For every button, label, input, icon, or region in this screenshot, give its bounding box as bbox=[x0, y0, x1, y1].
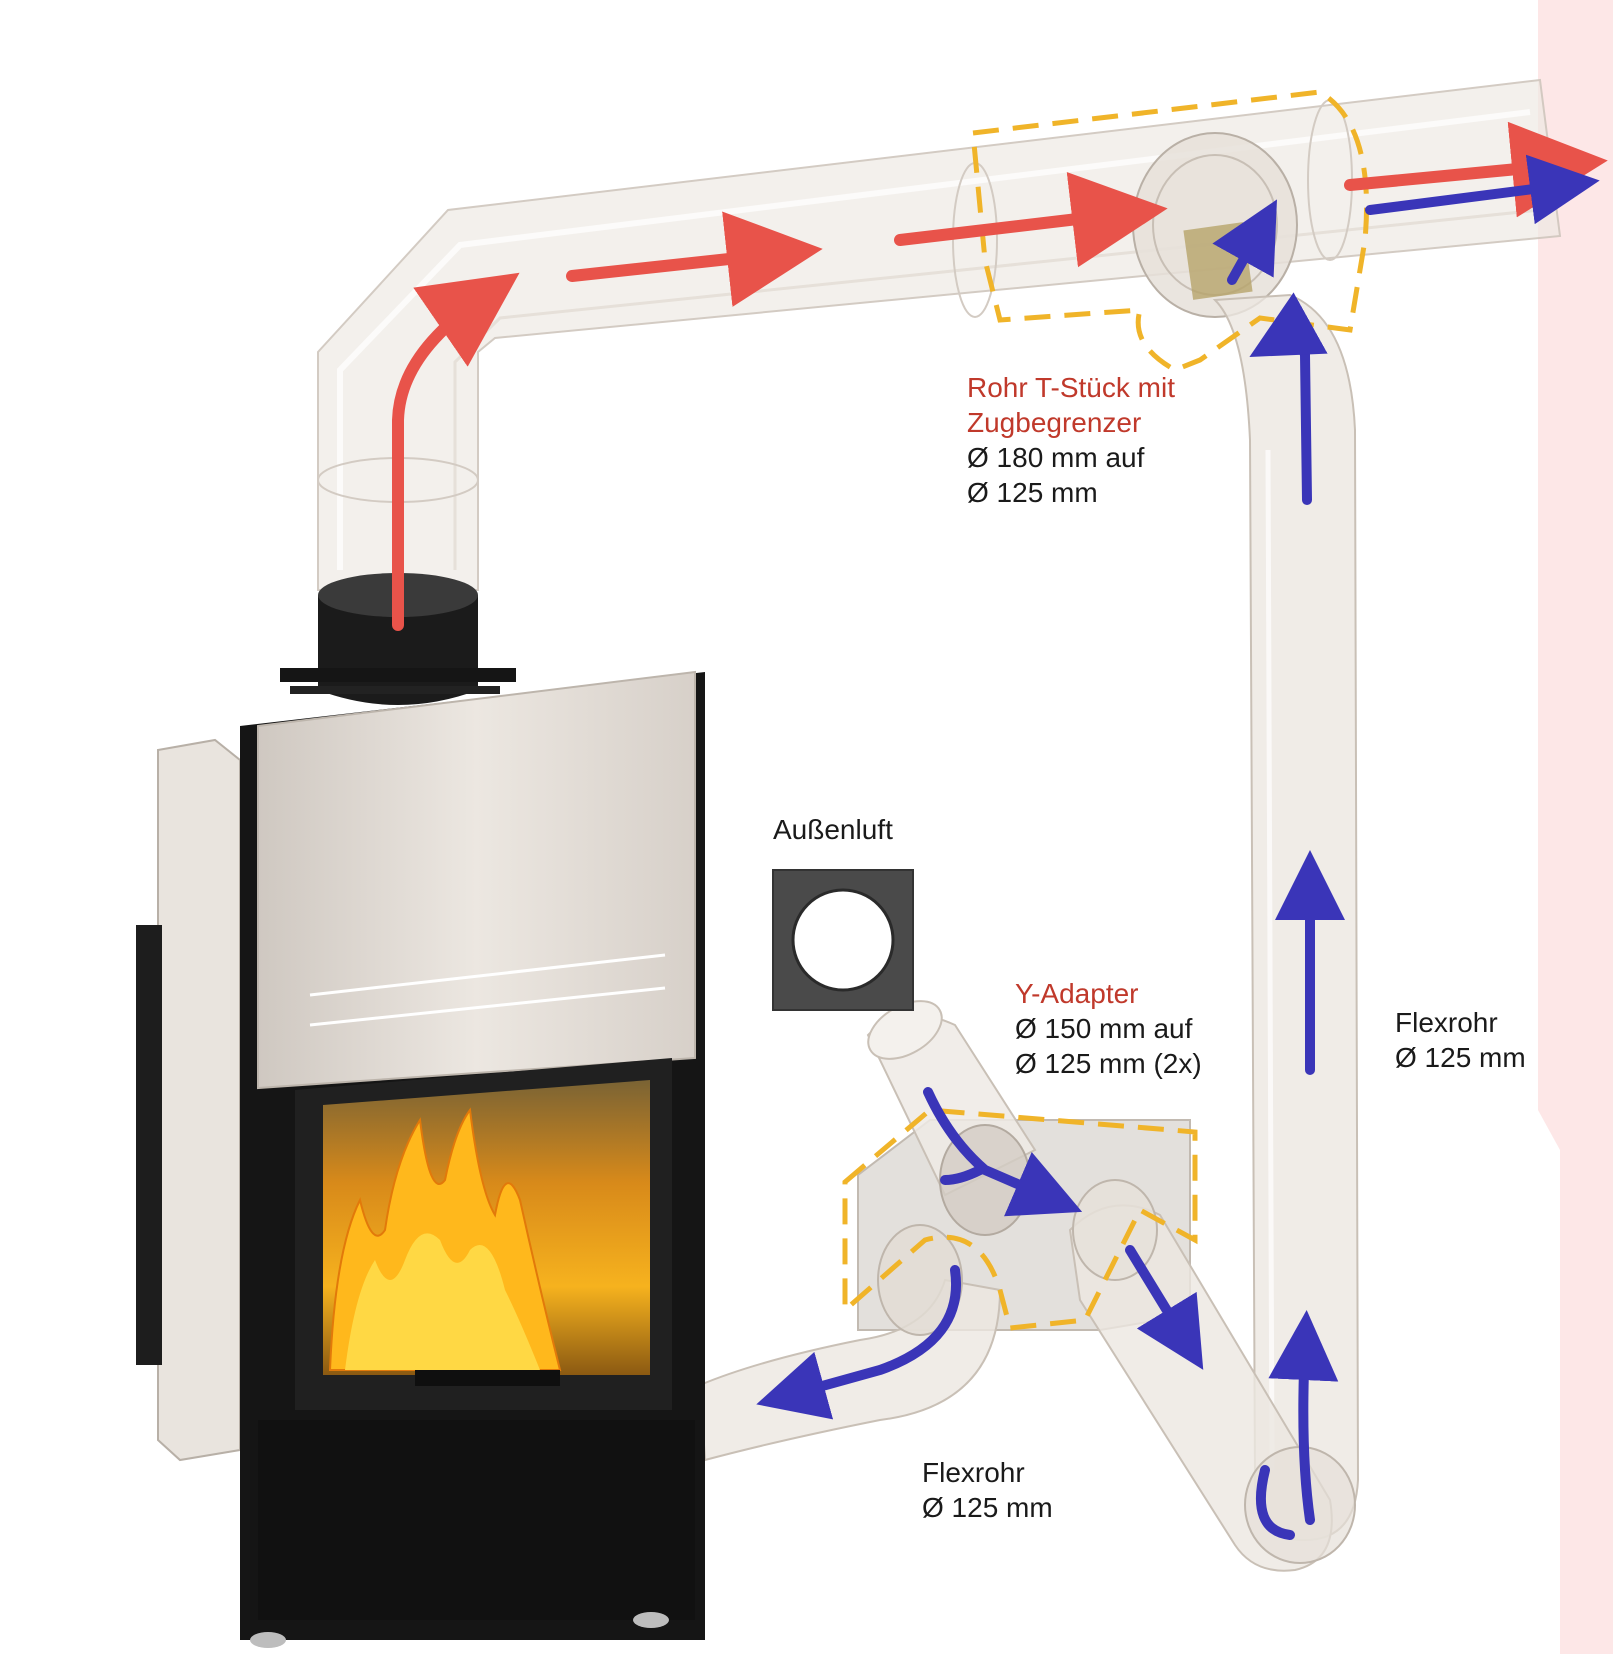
outside-air-text: Außenluft bbox=[773, 814, 893, 845]
t-piece bbox=[1132, 132, 1298, 318]
wall-background bbox=[1538, 0, 1613, 1654]
flue-pipe bbox=[317, 78, 1562, 591]
outside-air-arrows bbox=[756, 154, 1600, 1540]
y-adapter-spec-line2: Ø 125 mm (2x) bbox=[1015, 1048, 1202, 1079]
t-piece-label: Rohr T-Stück mit Zugbegrenzer Ø 180 mm a… bbox=[967, 370, 1175, 510]
t-piece-title-line1: Rohr T-Stück mit bbox=[967, 372, 1175, 403]
outside-air-label: Außenluft bbox=[773, 812, 893, 847]
t-piece-spec-line1: Ø 180 mm auf bbox=[967, 442, 1145, 473]
flames-icon bbox=[328, 1107, 562, 1371]
y-adapter-label: Y-Adapter Ø 150 mm auf Ø 125 mm (2x) bbox=[1015, 976, 1202, 1081]
flex-pipe-right-label: Flexrohr Ø 125 mm bbox=[1395, 1005, 1526, 1075]
flex-pipe-bottom-name: Flexrohr bbox=[922, 1457, 1025, 1488]
flex-pipe-bottom-label: Flexrohr Ø 125 mm bbox=[922, 1455, 1053, 1525]
wall-vent-icon bbox=[772, 869, 914, 1011]
flue-gas-arrows bbox=[392, 121, 1608, 631]
y-adapter-spec-line1: Ø 150 mm auf bbox=[1015, 1013, 1193, 1044]
flex-pipe-right-diameter: Ø 125 mm bbox=[1395, 1042, 1526, 1073]
flex-pipe-bottom-diameter: Ø 125 mm bbox=[922, 1492, 1053, 1523]
t-piece-title-line2: Zugbegrenzer bbox=[967, 407, 1142, 438]
t-piece-highlight bbox=[970, 89, 1370, 373]
y-adapter-highlight bbox=[842, 1107, 1198, 1331]
fireplace-insert bbox=[136, 573, 705, 1648]
flex-pipe-right-name: Flexrohr bbox=[1395, 1007, 1498, 1038]
t-piece-spec-line2: Ø 125 mm bbox=[967, 477, 1098, 508]
y-adapter-title: Y-Adapter bbox=[1015, 978, 1139, 1009]
